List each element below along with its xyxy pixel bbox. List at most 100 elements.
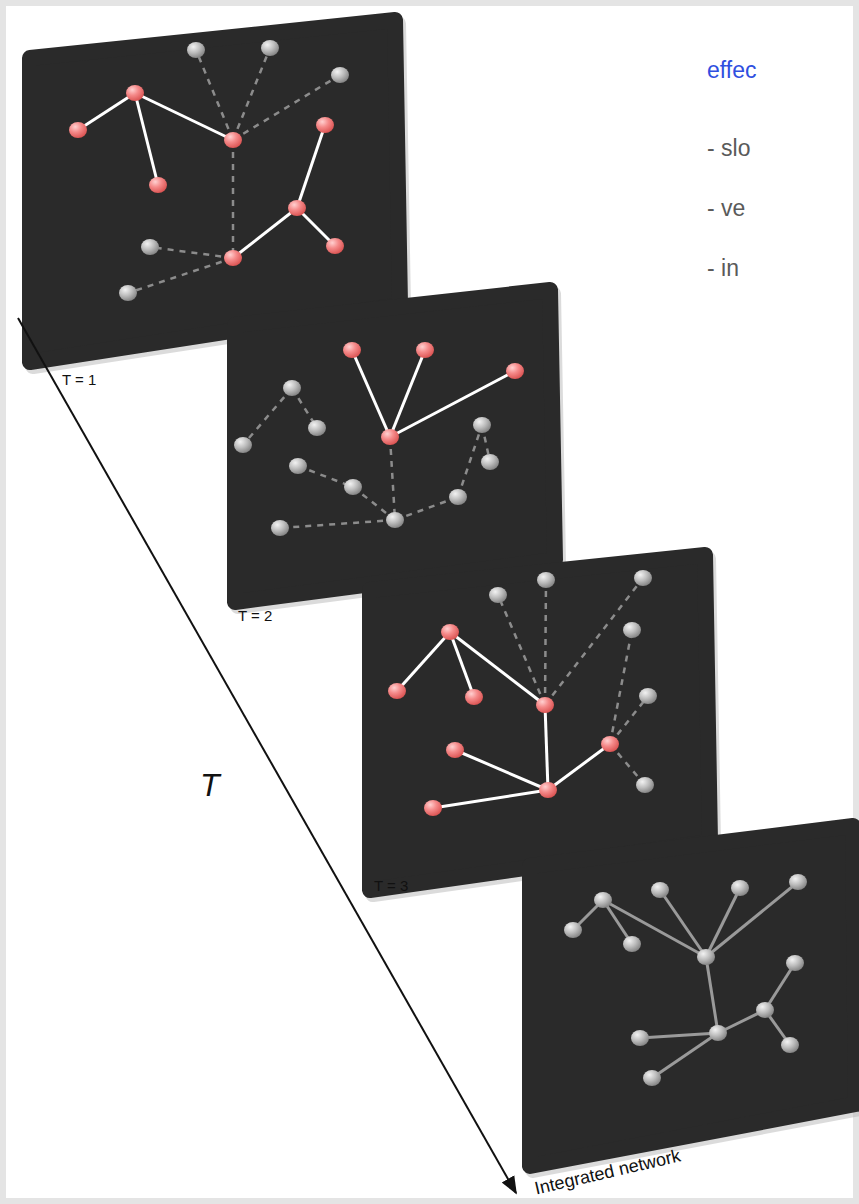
network-snapshot: [388, 570, 657, 816]
active-vertex: [69, 122, 87, 138]
inactive-vertex: [386, 512, 404, 528]
inactive-vertex: [261, 40, 279, 56]
inactive-vertex: [623, 622, 641, 638]
inactive-vertex: [537, 572, 555, 588]
integrated-link: [706, 882, 798, 957]
active-vertex: [424, 800, 442, 816]
network-snapshot: [69, 40, 349, 301]
inactive-link: [545, 578, 643, 705]
inactive-link: [610, 630, 632, 744]
time-axis: [18, 318, 516, 1193]
inactive-vertex: [697, 949, 715, 965]
inactive-vertex: [623, 936, 641, 952]
active-vertex: [416, 342, 434, 358]
inactive-vertex: [594, 892, 612, 908]
inactive-vertex: [473, 417, 491, 433]
active-vertex: [539, 782, 557, 798]
snapshot-panel: [370, 555, 710, 890]
active-link: [352, 350, 390, 437]
bullet-fragment: - ve: [707, 196, 745, 221]
active-link: [455, 750, 548, 790]
active-link: [297, 125, 325, 208]
inactive-vertex: [634, 570, 652, 586]
active-vertex: [343, 342, 361, 358]
active-link: [548, 744, 610, 790]
inactive-vertex: [789, 874, 807, 890]
active-vertex: [506, 363, 524, 379]
inactive-link: [395, 497, 458, 520]
bullet-fragment: - slo: [707, 136, 750, 161]
inactive-vertex: [449, 489, 467, 505]
inactive-link: [233, 48, 270, 140]
bullet-fragment: - in: [707, 256, 739, 281]
active-vertex: [149, 177, 167, 193]
inactive-link: [610, 696, 648, 744]
integrated-link: [640, 1033, 718, 1038]
inactive-vertex: [651, 882, 669, 898]
active-vertex: [224, 132, 242, 148]
active-vertex: [326, 238, 344, 254]
active-link: [135, 93, 158, 185]
inactive-vertex: [636, 777, 654, 793]
inactive-vertex: [709, 1025, 727, 1041]
inactive-vertex: [631, 1030, 649, 1046]
time-label: T = 1: [62, 372, 96, 389]
inactive-link: [128, 258, 233, 293]
active-vertex: [224, 250, 242, 266]
network-snapshot: [564, 874, 807, 1086]
active-link: [233, 208, 297, 258]
inactive-vertex: [643, 1070, 661, 1086]
active-vertex: [465, 689, 483, 705]
inactive-link: [458, 425, 482, 497]
integrated-link: [706, 957, 718, 1033]
time-label: T = 2: [238, 608, 272, 625]
integrated-link: [660, 890, 706, 957]
snapshot-panel: [530, 826, 856, 1166]
inactive-vertex: [187, 42, 205, 58]
active-link: [390, 371, 515, 437]
active-vertex: [316, 117, 334, 133]
active-link: [78, 93, 135, 130]
integrated-link: [765, 963, 795, 1010]
integrated-link: [706, 888, 740, 957]
inactive-vertex: [331, 67, 349, 83]
active-vertex: [388, 683, 406, 699]
active-link: [390, 350, 425, 437]
time-label: T = 3: [374, 878, 408, 895]
active-vertex: [288, 200, 306, 216]
active-link: [450, 632, 545, 705]
heading-fragment: effec: [707, 58, 756, 83]
inactive-vertex: [141, 239, 159, 255]
active-vertex: [536, 697, 554, 713]
integrated-link: [652, 1033, 718, 1078]
inactive-vertex: [119, 285, 137, 301]
axis-label: T: [200, 768, 220, 803]
inactive-vertex: [283, 380, 301, 396]
active-link: [135, 93, 233, 140]
integrated-link: [603, 900, 706, 957]
inactive-vertex: [731, 880, 749, 896]
active-vertex: [446, 742, 464, 758]
inactive-vertex: [564, 922, 582, 938]
inactive-vertex: [234, 437, 252, 453]
network-snapshot: [234, 342, 524, 536]
inactive-vertex: [756, 1002, 774, 1018]
active-link: [545, 705, 548, 790]
inactive-vertex: [289, 458, 307, 474]
snapshot-panel: [235, 290, 555, 602]
inactive-link: [280, 520, 395, 528]
inactive-vertex: [489, 587, 507, 603]
inactive-link: [150, 247, 233, 258]
inactive-link: [232, 140, 235, 258]
active-vertex: [126, 85, 144, 101]
inactive-link: [545, 580, 546, 705]
active-link: [433, 790, 548, 808]
inactive-vertex: [781, 1037, 799, 1053]
inactive-link: [233, 75, 340, 140]
inactive-vertex: [481, 454, 499, 470]
active-link: [397, 632, 450, 691]
active-vertex: [381, 429, 399, 445]
inactive-vertex: [344, 479, 362, 495]
inactive-vertex: [308, 420, 326, 436]
